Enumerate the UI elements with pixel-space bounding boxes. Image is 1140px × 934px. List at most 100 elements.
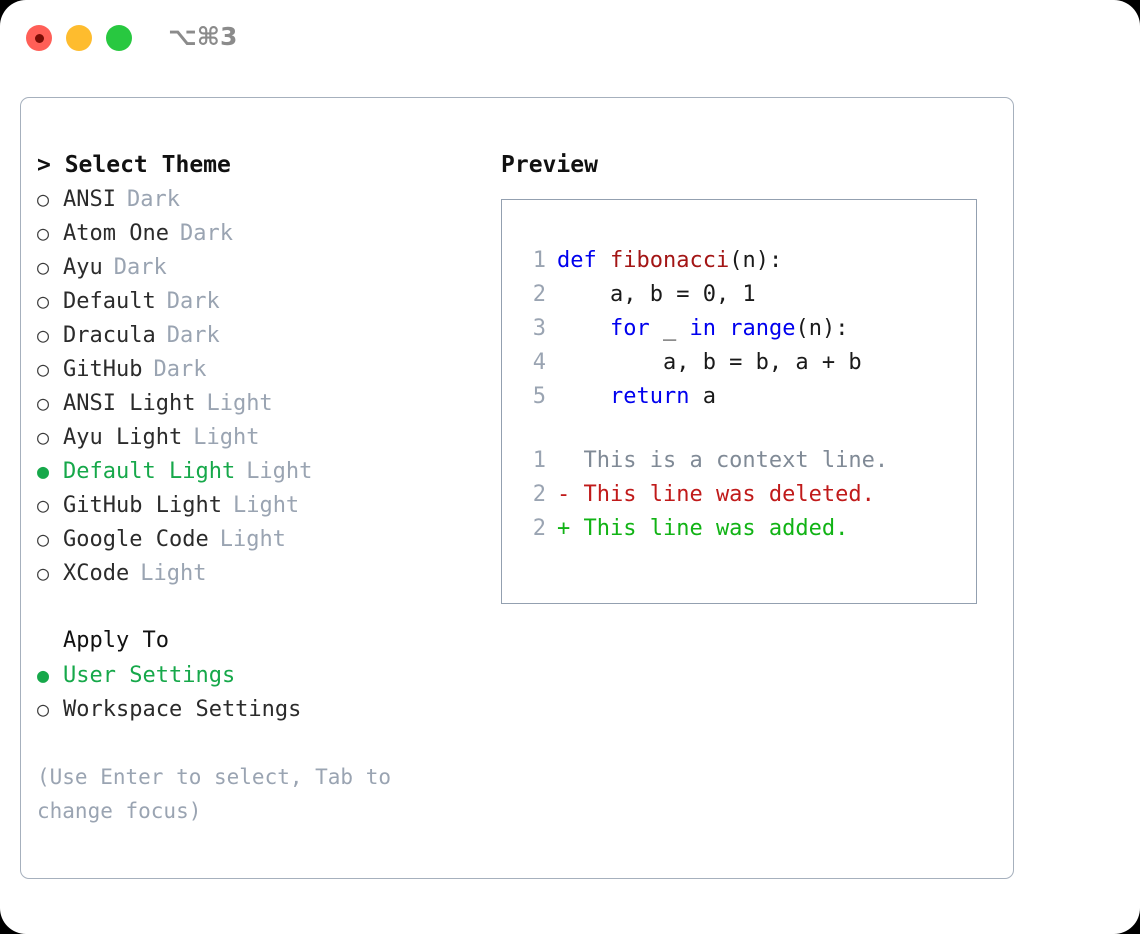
title-bar: ⌥⌘3 xyxy=(0,0,1140,78)
code-text: for _ in range(n): xyxy=(557,312,848,346)
token-pl: a, b = b, a + b xyxy=(557,350,862,375)
theme-item-3[interactable]: ○ Default Dark xyxy=(37,284,487,318)
line-number: 4 xyxy=(532,350,546,375)
token-kw: in xyxy=(689,316,716,341)
line-number: 3 xyxy=(532,316,546,341)
token-pl: (n): xyxy=(795,316,849,341)
close-button[interactable] xyxy=(26,25,52,51)
theme-variant-tag: Dark xyxy=(166,289,220,314)
radio-selected-icon: ● xyxy=(37,663,50,687)
theme-variant-tag: Dark xyxy=(113,255,167,280)
radio-unselected-icon: ○ xyxy=(37,255,50,279)
theme-variant-tag: Dark xyxy=(153,357,207,382)
apply-to-list: ●User Settings○Workspace Settings xyxy=(37,658,487,726)
code-line-1: 1 def fibonacci(n): xyxy=(502,244,976,278)
keyboard-hint: (Use Enter to select, Tab to change focu… xyxy=(37,765,392,823)
theme-item-label: ANSI Light xyxy=(63,391,196,416)
theme-variant-tag: Light xyxy=(246,459,313,484)
diff-line-1: 2- This line was deleted. xyxy=(502,478,976,512)
diff-text-ctx: This is a context line. xyxy=(557,448,889,473)
theme-item-label: Ayu xyxy=(63,255,103,280)
radio-unselected-icon: ○ xyxy=(37,425,50,449)
theme-item-label: Dracula xyxy=(63,323,156,348)
theme-variant-tag: Light xyxy=(206,391,273,416)
token-pl xyxy=(557,316,610,341)
theme-item-label: ANSI xyxy=(63,187,116,212)
code-line-5: 5 return a xyxy=(502,380,976,414)
token-kw: range xyxy=(729,316,796,341)
token-pl xyxy=(557,384,610,409)
diff-line-0: 1 This is a context line. xyxy=(502,444,976,478)
code-text: return a xyxy=(557,380,716,414)
theme-picker-title: > Select Theme xyxy=(37,152,231,178)
list-spacer xyxy=(37,590,487,624)
apply-item-label: Workspace Settings xyxy=(63,697,302,722)
theme-item-label: GitHub xyxy=(63,357,143,382)
apply-item-0[interactable]: ●User Settings xyxy=(37,658,487,692)
code-text: a, b = b, a + b xyxy=(557,346,862,380)
theme-item-label: XCode xyxy=(63,561,130,586)
theme-item-label: GitHub Light xyxy=(63,493,222,518)
code-line-2: 2 a, b = 0, 1 xyxy=(502,278,976,312)
apply-to-heading: Apply To xyxy=(63,628,169,653)
radio-unselected-icon: ○ xyxy=(37,527,50,551)
token-pl: a xyxy=(689,384,716,409)
token-kw: for xyxy=(609,316,650,341)
line-number: 1 xyxy=(532,448,546,473)
theme-item-1[interactable]: ○ Atom One Dark xyxy=(37,216,487,250)
code-line-3: 3 for _ in range(n): xyxy=(502,312,976,346)
code-line-4: 4 a, b = b, a + b xyxy=(502,346,976,380)
token-pl: _ xyxy=(649,316,690,341)
theme-item-label: Atom One xyxy=(63,221,169,246)
token-pl xyxy=(716,316,729,341)
theme-item-0[interactable]: ○ ANSI Dark xyxy=(37,182,487,216)
token-pl: (n): xyxy=(729,248,783,273)
radio-unselected-icon: ○ xyxy=(37,493,50,517)
theme-variant-tag: Light xyxy=(140,561,207,586)
maximize-button[interactable] xyxy=(106,25,132,51)
line-number: 2 xyxy=(532,282,546,307)
theme-variant-tag: Dark xyxy=(126,187,180,212)
radio-unselected-icon: ○ xyxy=(37,289,50,313)
radio-unselected-icon: ○ xyxy=(37,357,50,381)
line-number: 1 xyxy=(532,248,546,273)
code-text: a, b = 0, 1 xyxy=(557,278,756,312)
theme-item-label: Default Light xyxy=(63,459,236,484)
diff-text-add: + This line was added. xyxy=(557,516,849,541)
theme-variant-tag: Light xyxy=(193,425,260,450)
theme-variant-tag: Light xyxy=(219,527,286,552)
radio-unselected-icon: ○ xyxy=(37,221,50,245)
diff-text-del: - This line was deleted. xyxy=(557,482,875,507)
apply-item-1[interactable]: ○Workspace Settings xyxy=(37,692,487,726)
token-fn: fibonacci xyxy=(609,248,730,273)
theme-item-11[interactable]: ○ XCode Light xyxy=(37,556,487,590)
radio-unselected-icon: ○ xyxy=(37,561,50,585)
theme-variant-tag: Dark xyxy=(179,221,233,246)
minimize-button[interactable] xyxy=(66,25,92,51)
line-number: 2 xyxy=(532,516,546,541)
radio-unselected-icon: ○ xyxy=(37,187,50,211)
theme-item-5[interactable]: ○ GitHub Dark xyxy=(37,352,487,386)
theme-item-8[interactable]: ● Default Light Light xyxy=(37,454,487,488)
token-kw: def xyxy=(557,248,610,273)
code-gap xyxy=(502,414,976,444)
theme-item-6[interactable]: ○ ANSI Light Light xyxy=(37,386,487,420)
theme-item-2[interactable]: ○ Ayu Dark xyxy=(37,250,487,284)
diff-sample: 1 This is a context line.2- This line wa… xyxy=(502,444,976,546)
radio-selected-icon: ● xyxy=(37,459,50,483)
keyboard-shortcut-label: ⌥⌘3 xyxy=(168,22,238,51)
diff-line-2: 2 + This line was added. xyxy=(502,512,976,546)
radio-unselected-icon: ○ xyxy=(37,391,50,415)
theme-item-label: Default xyxy=(63,289,156,314)
token-pl: a, b = 0, 1 xyxy=(557,282,756,307)
